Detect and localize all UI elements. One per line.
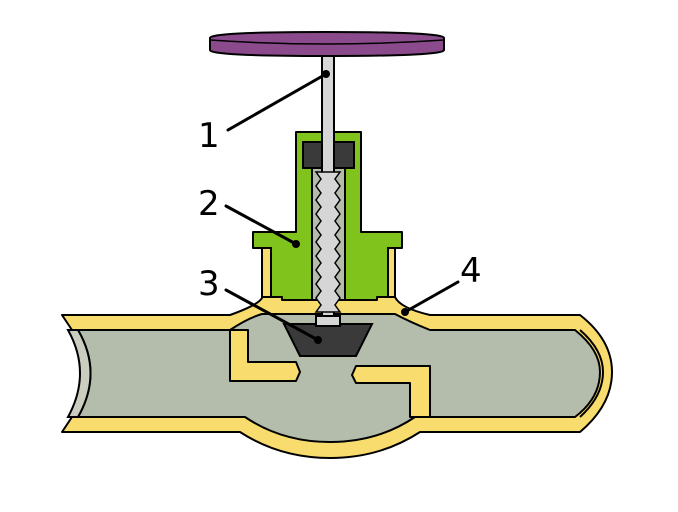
disc-retainer	[315, 315, 341, 327]
fluid-passage	[77, 313, 601, 443]
leader-4	[403, 280, 460, 314]
bonnet-flange-left	[261, 247, 272, 298]
leader-2	[224, 204, 298, 246]
leader-1	[226, 72, 328, 132]
leader-2-dot	[292, 240, 300, 248]
bonnet-flange-right	[387, 247, 396, 298]
leader-3	[224, 288, 320, 342]
seat-partition-right	[351, 365, 431, 418]
handwheel-rim	[209, 39, 445, 45]
callout-1-label: 1	[198, 116, 220, 156]
leader-3-dot	[314, 336, 322, 344]
leader-1-dot	[322, 70, 330, 78]
seat-partition	[229, 329, 301, 382]
leader-4-dot	[401, 308, 409, 316]
stem-thread	[314, 171, 342, 313]
callout-3-label: 3	[198, 264, 220, 304]
callout-2-label: 2	[198, 184, 220, 224]
right-pipe-rim	[579, 329, 605, 418]
left-pipe-bore	[66, 329, 92, 418]
callout-4-label: 4	[460, 251, 482, 291]
